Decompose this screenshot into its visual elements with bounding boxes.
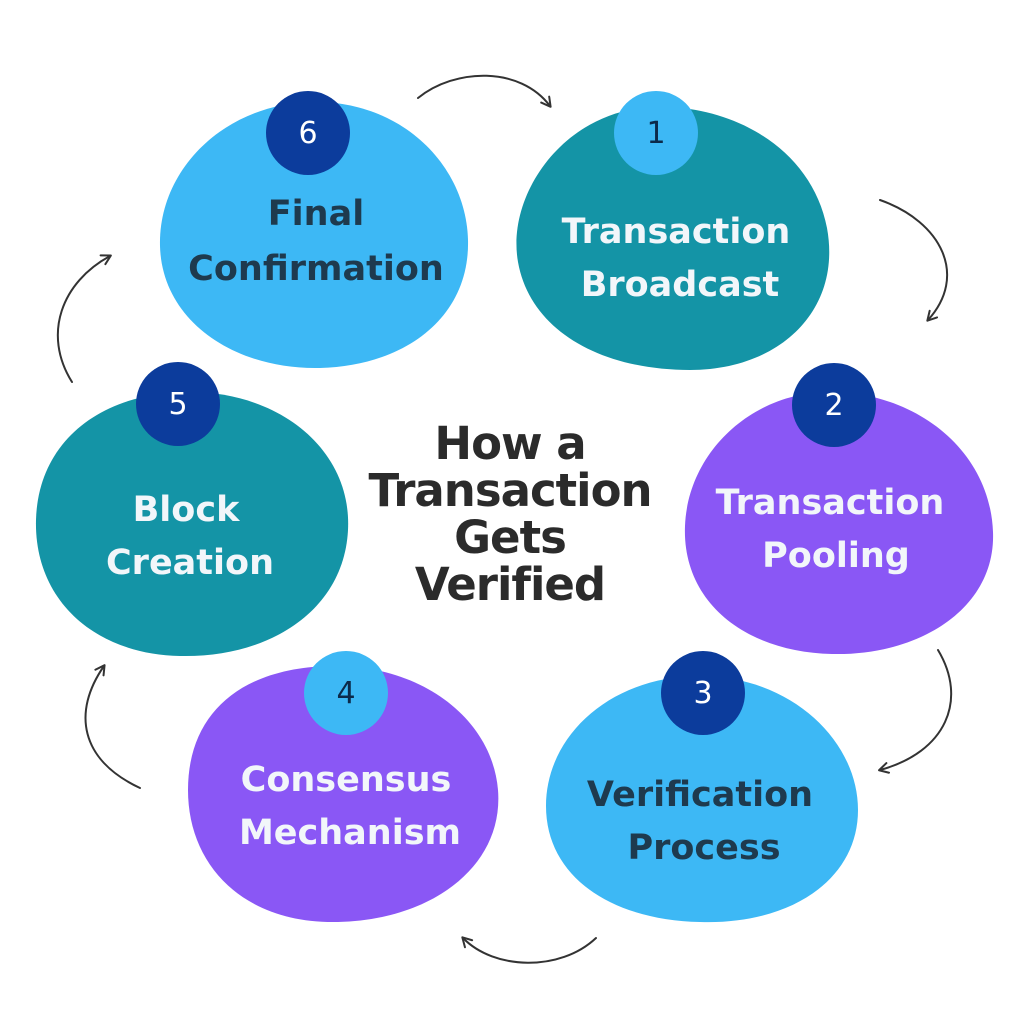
- step-5-label-line-2: Creation: [106, 543, 274, 583]
- step-1-label-line-2: Broadcast: [581, 265, 780, 305]
- step-3-blob: [546, 676, 858, 923]
- step-2-badge: [792, 363, 876, 447]
- step-5-label-line-1: Block: [133, 490, 240, 530]
- step-5-number: 5: [168, 387, 187, 422]
- step-5-blob: [35, 392, 349, 657]
- step-4-number: 4: [336, 676, 355, 711]
- step-6-number: 6: [298, 116, 317, 151]
- step-3-label-line-2: Process: [627, 828, 780, 868]
- step-3: 3 Verification Process: [546, 651, 858, 923]
- step-1-badge: [614, 91, 698, 175]
- step-6-badge: [266, 91, 350, 175]
- title-line-4: Verified: [414, 558, 606, 611]
- step-5: 5 Block Creation: [35, 362, 349, 657]
- step-6-blob: [159, 101, 469, 369]
- step-5-badge: [136, 362, 220, 446]
- step-6-label-line-2: Confirmation: [188, 249, 444, 289]
- step-2-label-line-2: Pooling: [762, 536, 910, 576]
- step-3-label-line-1: Verification: [587, 775, 813, 815]
- step-2-blob: [684, 391, 994, 655]
- step-2-label-line-1: Transaction: [716, 483, 945, 523]
- step-6: 6 Final Confirmation: [159, 91, 469, 369]
- step-4-label-line-1: Consensus: [241, 760, 452, 800]
- arrow-6-to-1: [417, 74, 552, 108]
- step-3-badge: [661, 651, 745, 735]
- arrow-3-to-4: [461, 936, 597, 964]
- step-4: 4 Consensus Mechanism: [188, 651, 499, 923]
- arrow-4-to-5: [84, 664, 141, 789]
- title-line-2: Transaction: [368, 464, 652, 517]
- cycle-arrows: [56, 74, 953, 964]
- arrow-5-to-6: [56, 254, 112, 383]
- step-2-number: 2: [824, 388, 843, 423]
- title-line-3: Gets: [454, 511, 567, 564]
- title-line-1: How a: [434, 417, 586, 470]
- step-4-blob: [188, 665, 499, 923]
- step-2: 2 Transaction Pooling: [684, 363, 994, 655]
- step-4-label-line-2: Mechanism: [239, 813, 461, 853]
- step-4-badge: [304, 651, 388, 735]
- diagram-title: How a Transaction Gets Verified: [340, 420, 680, 608]
- arrow-2-to-3: [878, 649, 953, 774]
- step-1-blob: [516, 106, 830, 370]
- arrow-1-to-2: [879, 199, 948, 322]
- step-3-number: 3: [693, 676, 712, 711]
- step-1: 1 Transaction Broadcast: [516, 91, 830, 370]
- step-6-label-line-1: Final: [268, 194, 364, 234]
- step-1-number: 1: [646, 116, 665, 151]
- step-1-label-line-1: Transaction: [562, 212, 791, 252]
